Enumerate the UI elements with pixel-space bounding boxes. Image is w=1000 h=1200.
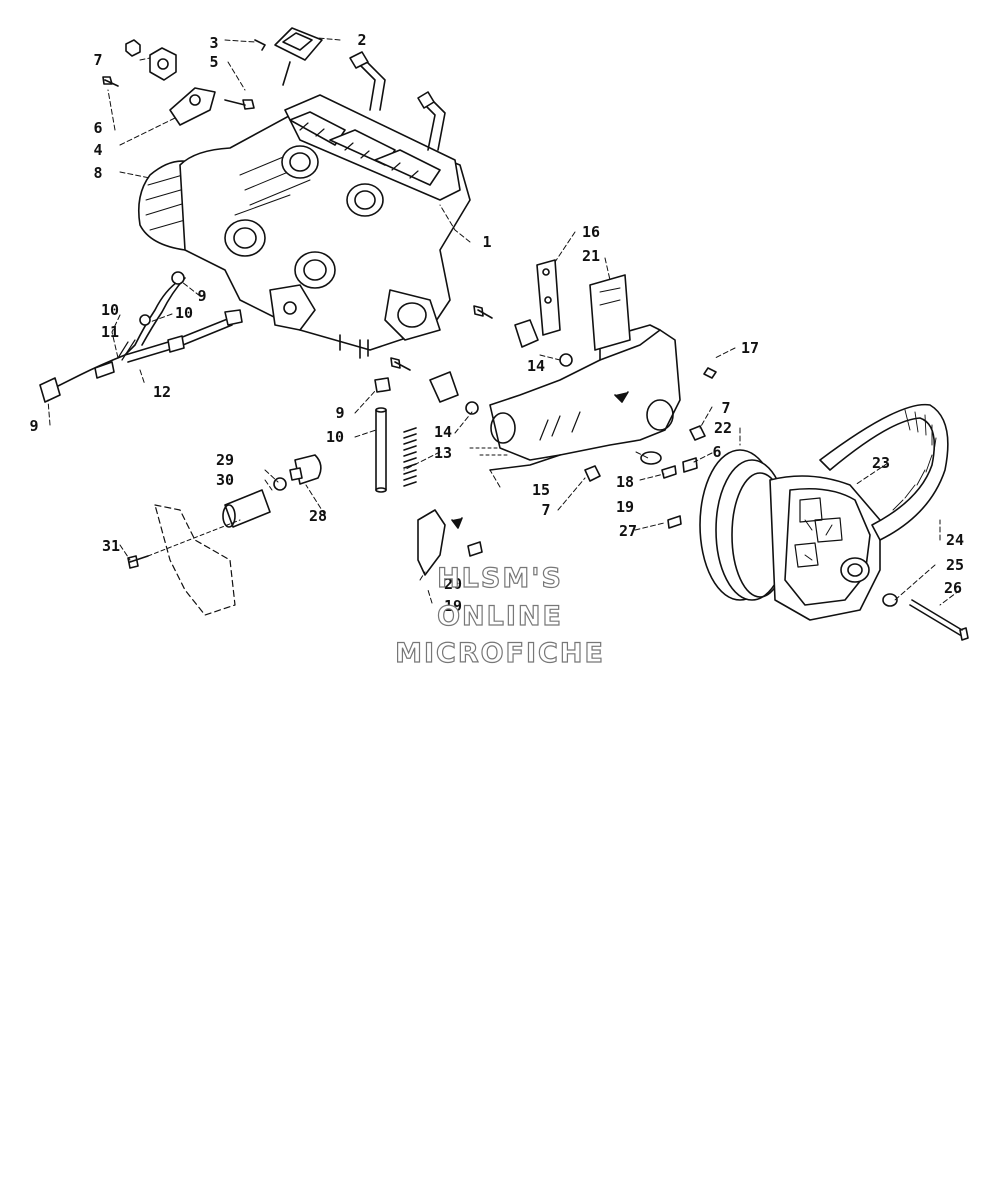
callout-9a: 9 (197, 287, 207, 305)
callout-12: 12 (152, 383, 172, 401)
callout-10c: 10 (325, 428, 345, 446)
callout-22: 22 (713, 419, 733, 437)
callout-14b: 14 (433, 423, 453, 441)
callout-10a: 10 (100, 301, 120, 319)
clutch-bolt (882, 593, 969, 641)
engine-assembly (137, 51, 471, 359)
leader-lines (47, 37, 961, 606)
top-hardware (102, 27, 323, 126)
callout-18: 18 (615, 473, 635, 491)
callout-5: 5 (209, 53, 219, 71)
fuel-hoses (39, 271, 243, 403)
callout-7b: 7 (541, 501, 551, 519)
callout-30: 30 (215, 471, 235, 489)
watermark-line-1: HLSM'S (436, 562, 563, 594)
callout-25: 25 (945, 556, 965, 574)
bracket-20 (417, 509, 483, 576)
callout-27: 27 (618, 522, 638, 540)
callout-14a: 14 (526, 357, 546, 375)
callout-19a: 19 (615, 498, 635, 516)
callout-29: 29 (215, 451, 235, 469)
drive-belt (819, 403, 949, 541)
callout-13: 13 (433, 444, 453, 462)
center-hardware (374, 305, 717, 529)
callout-8: 8 (93, 164, 103, 182)
callout-9b: 9 (29, 417, 39, 435)
callout-2: 2 (357, 31, 367, 49)
callout-24: 24 (945, 531, 965, 549)
callout-23: 23 (871, 454, 891, 472)
watermark-line-3: MICROFICHE (394, 637, 605, 669)
callout-28: 28 (308, 507, 328, 525)
callout-31: 31 (101, 537, 121, 555)
callout-17: 17 (740, 339, 760, 357)
watermark-line-2: ONLINE (436, 600, 563, 632)
callout-19b: 19 (443, 597, 463, 615)
callout-11: 11 (100, 323, 120, 341)
callout-6a: 6 (93, 119, 103, 137)
callout-15: 15 (531, 481, 551, 499)
callout-4: 4 (93, 141, 103, 159)
callout-7c: 7 (721, 399, 731, 417)
callout-26: 26 (943, 579, 963, 597)
callout-7a: 7 (93, 51, 103, 69)
drive-clutch (699, 449, 881, 621)
callout-21: 21 (581, 247, 601, 265)
callout-1: 1 (482, 233, 492, 251)
callout-20: 20 (443, 575, 463, 593)
motor-plate (469, 324, 681, 471)
callout-16: 16 (581, 223, 601, 241)
callout-3: 3 (209, 34, 219, 52)
callout-9c: 9 (335, 404, 345, 422)
bracket-16-21 (536, 259, 631, 351)
callout-10b: 10 (174, 304, 194, 322)
lower-left-parts (127, 454, 322, 616)
callout-6b: 6 (712, 443, 722, 461)
